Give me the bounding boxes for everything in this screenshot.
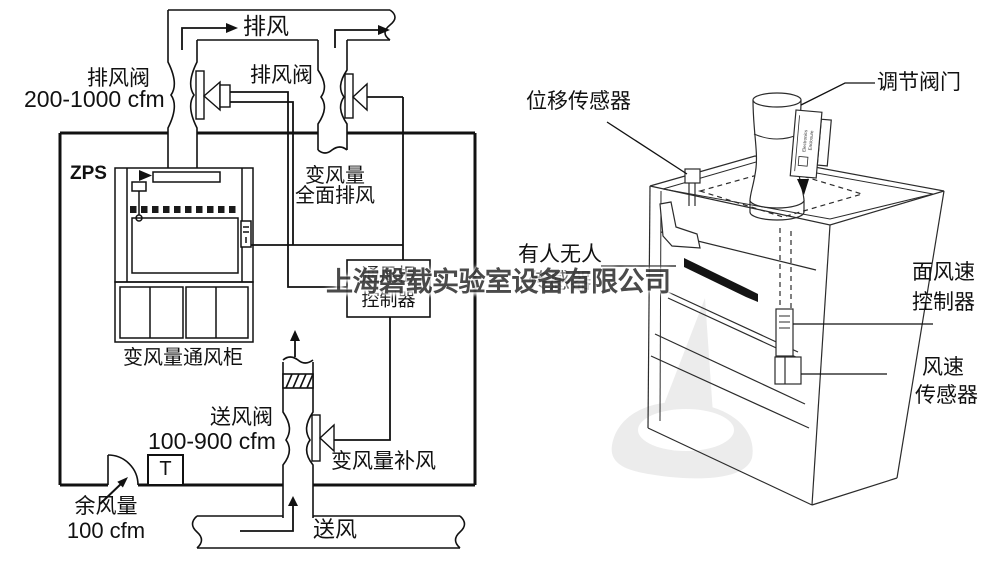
valve-electronics-box: Electronics Enclosure [789, 109, 832, 179]
supply-air-label: 送风 [313, 517, 358, 542]
fume-hood-front [114, 167, 254, 343]
exhaust-valve1-range: 200-1000 cfm [24, 86, 165, 112]
makeup-air-label: 变风量补风 [331, 449, 436, 473]
leader-lines [601, 82, 933, 375]
sash-handle-bar [684, 258, 758, 302]
supply-valve-label: 送风阀 [210, 405, 273, 429]
fume-hood-label: 变风量通风柜 [123, 347, 243, 369]
occupancy-sensor-label-2: 传感器 [528, 269, 592, 293]
hidden-exhaust-dashed [779, 228, 792, 311]
velocity-sensor-label-2: 传感器 [915, 383, 978, 407]
displacement-sensor-3d [659, 168, 701, 249]
fire-damper [282, 373, 314, 389]
door-arrow [99, 477, 128, 505]
electronics-box-text-2: Enclosure [808, 130, 815, 151]
thermostat-label: T [159, 458, 172, 480]
company-watermark: 上海磐载实验室设备有限公司 [326, 267, 671, 297]
door-symbol [107, 454, 139, 486]
displacement-sensor-label: 位移传感器 [526, 89, 631, 113]
valve-cone [797, 179, 809, 195]
supply-valve-range: 100-900 cfm [148, 428, 276, 454]
regulating-valve-label: 调节阀门 [877, 70, 961, 94]
control-wires [230, 91, 404, 441]
hood-controller-label-line2: 控制器 [361, 290, 416, 310]
thermostat-box [147, 454, 184, 486]
ducts [167, 9, 466, 549]
hood-controller-label: 通风柜 控制器 [347, 263, 430, 313]
flow-arrows [181, 23, 390, 532]
hood-3d: Electronics Enclosure [647, 92, 945, 506]
regulating-valve-leader [800, 82, 875, 106]
velocity-sensor-3d [774, 356, 802, 385]
valve-actuators [195, 70, 368, 462]
hood-grille [130, 206, 236, 213]
exhaust-valve1-actuator [195, 70, 231, 120]
sash-opening [131, 217, 239, 274]
face-velocity-controller-label-2: 控制器 [912, 290, 975, 314]
room-outline [58, 131, 477, 487]
velocity-sensor-label-1: 风速 [922, 355, 964, 379]
hood-controller-label-line1: 通风柜 [361, 265, 416, 285]
duct-wavy-end [384, 9, 396, 41]
occupancy-sensor-label-1: 有人无人 [518, 242, 602, 266]
residual-air-label-2: 100 cfm [66, 518, 146, 543]
exhaust-air-label: 排风 [243, 14, 289, 39]
exhaust-valve2-label: 排风阀 [250, 63, 313, 87]
exhaust-valve2-actuator [344, 73, 368, 119]
residual-air-label-1: 余风量 [74, 494, 138, 518]
face-velocity-controller-label-1: 面风速 [912, 260, 975, 284]
exhaust-valve1-label: 排风阀 [87, 66, 150, 90]
zps-label: ZPS [70, 163, 107, 184]
supply-valve-actuator [311, 414, 335, 462]
logo-watermark-shape [611, 298, 753, 479]
electronics-box-text-1: Electronics [801, 129, 808, 152]
face-velocity-controller-3d [775, 308, 794, 357]
displacement-leader [606, 121, 688, 175]
hood-controller-box [346, 259, 431, 318]
general-exhaust-label-2: 全面排风 [295, 185, 375, 207]
general-exhaust-label-1: 变风量 [305, 165, 365, 187]
hood-side-sensor [240, 220, 252, 248]
top-opening-dashed [697, 168, 865, 218]
sash-indicator-icon [139, 170, 152, 181]
